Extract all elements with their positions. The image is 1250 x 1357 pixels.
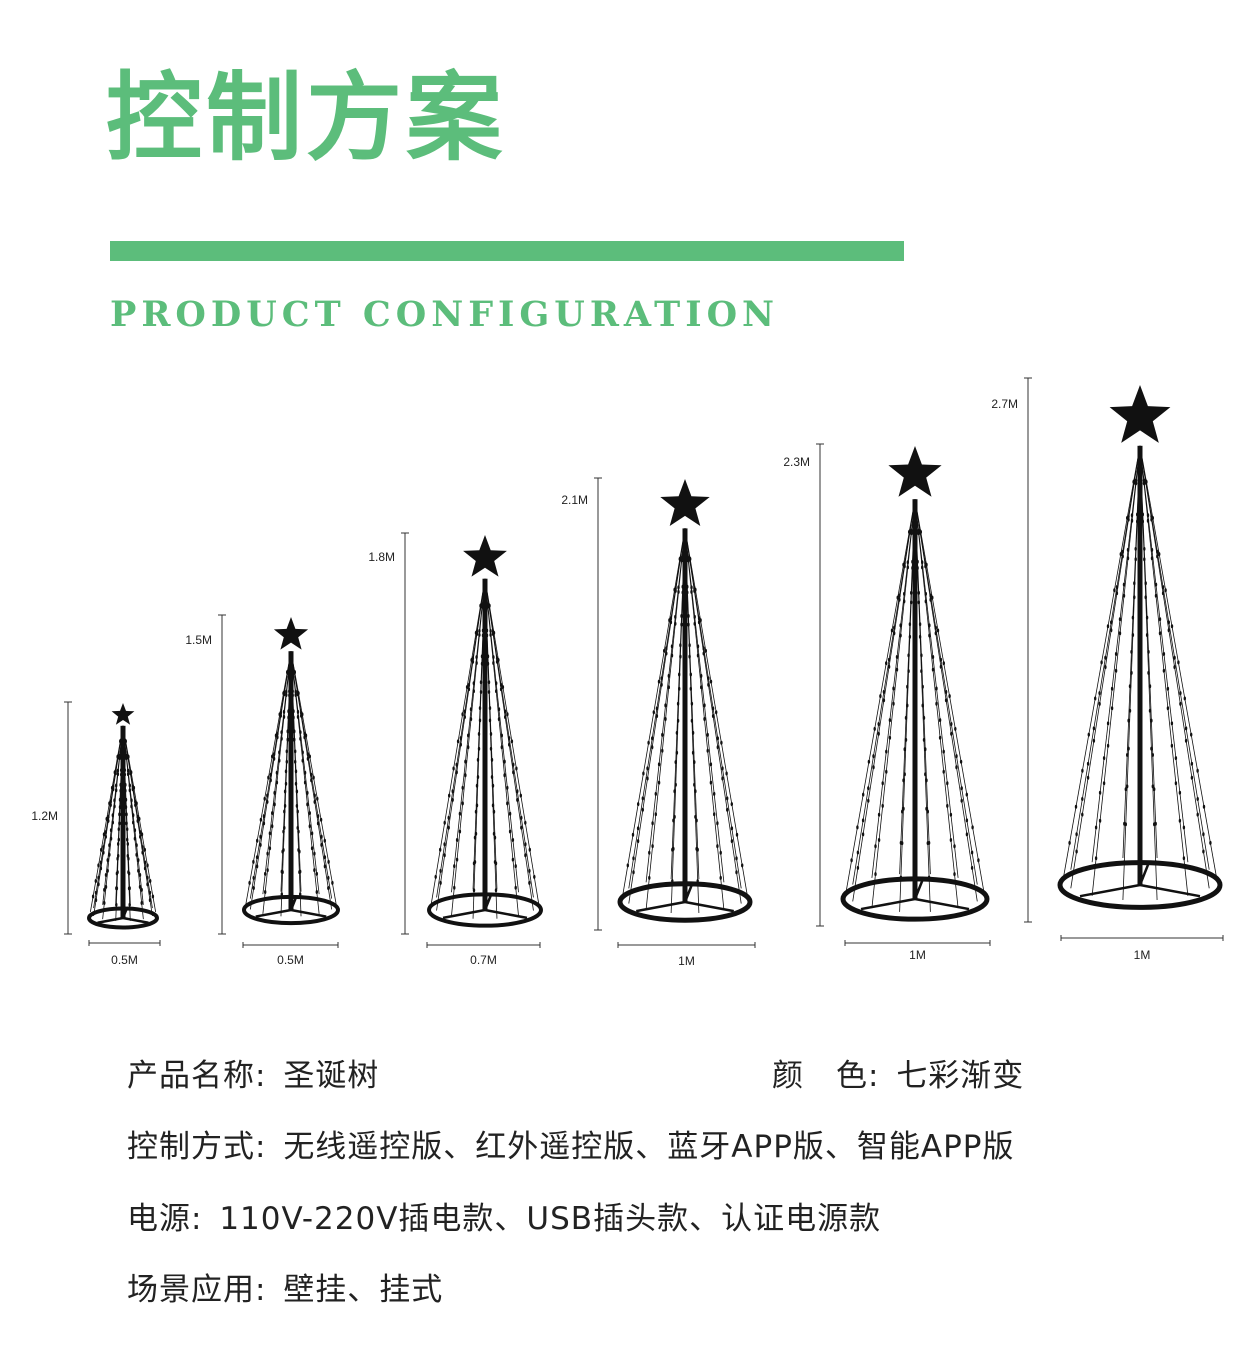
tree-height-label: 1.2M [31, 809, 58, 823]
tree-height-label: 2.1M [561, 493, 588, 507]
tree-width-label: 1M [1134, 948, 1151, 962]
tree-width-label: 1M [909, 948, 926, 962]
page-title: 控制方案 [106, 62, 506, 174]
tree-3: 1.8M 0.7M [368, 532, 543, 967]
tree-height-label: 1.5M [185, 633, 212, 647]
tree-height-label: 2.7M [991, 397, 1018, 411]
tree-width-label: 0.7M [470, 953, 497, 967]
spec-color-value: 七彩渐变 [896, 1058, 1025, 1094]
tree-size-diagram: 1.2M0.5M1.5M0.5M1.8M0.7M2.1M1M2.3M1M2.7M… [31, 377, 1224, 968]
spec-power-value: 110V-220V插电款、USB插头款、认证电源款 [219, 1201, 882, 1237]
page-subtitle: PRODUCT CONFIGURATION [110, 294, 780, 335]
tree-width-label: 1M [678, 954, 695, 968]
spec-scene-value: 壁挂、挂式 [283, 1272, 444, 1308]
star-icon [660, 479, 710, 526]
tree-height-label: 1.8M [368, 550, 395, 564]
tree-5: 2.3M 1M [783, 443, 991, 962]
star-icon [888, 446, 942, 497]
spec-product-name-value: 圣诞树 [283, 1058, 380, 1094]
spec-scene: 场景应用: 壁挂、挂式 [127, 1264, 443, 1309]
tree-6: 2.7M 1M [991, 377, 1224, 962]
spec-power: 电源: 110V-220V插电款、USB插头款、认证电源款 [127, 1193, 881, 1238]
spec-product-name: 产品名称: 圣诞树 [127, 1050, 379, 1095]
tree-2: 1.5M 0.5M [185, 614, 340, 967]
spec-color: 颜 色: 七彩渐变 [772, 1050, 1024, 1095]
spec-product-name-key: 产品名称: [127, 1058, 267, 1094]
tree-height-label: 2.3M [783, 455, 810, 469]
spec-color-key: 颜 色: [772, 1058, 880, 1094]
spec-control: 控制方式: 无线遥控版、红外遥控版、蓝牙APP版、智能APP版 [127, 1121, 1015, 1166]
spec-scene-key: 场景应用: [127, 1272, 267, 1308]
spec-control-value: 无线遥控版、红外遥控版、蓝牙APP版、智能APP版 [283, 1129, 1015, 1165]
spec-power-key: 电源: [127, 1201, 203, 1237]
tree-1: 1.2M 0.5M [31, 701, 161, 967]
star-icon [463, 535, 507, 577]
tree-4: 2.1M 1M [561, 477, 756, 968]
tree-width-label: 0.5M [277, 953, 304, 967]
star-icon [273, 617, 309, 650]
title-underline [110, 241, 904, 261]
tree-width-label: 0.5M [111, 953, 138, 967]
star-icon [111, 703, 135, 725]
spec-control-key: 控制方式: [127, 1129, 267, 1165]
star-icon [1109, 385, 1171, 443]
